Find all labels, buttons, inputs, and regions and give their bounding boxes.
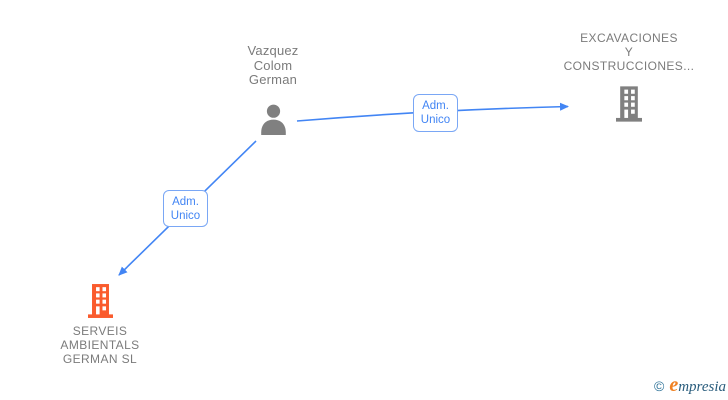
logo-text: mpresia [678,379,726,395]
company-name-line: EXCAVACIONES [580,31,678,45]
building-icon [616,86,642,122]
company-node-serveis[interactable]: SERVEIS AMBIENTALS GERMAN SL [35,283,165,366]
company-node-excavaciones[interactable]: EXCAVACIONES Y CONSTRUCCIONES... [544,31,714,122]
person-node-vazquez[interactable]: Vazquez Colom German [203,43,343,135]
building-icon [87,284,113,318]
edge-label-line: Adm. [172,195,199,208]
company-name-line: Y [624,45,634,59]
edge-label-adm-unico-right[interactable]: Adm. Unico [413,94,458,132]
edge-label-line: Unico [170,209,201,222]
company-name: SERVEIS AMBIENTALS GERMAN SL [35,324,165,366]
edge-label-line: Unico [420,114,451,126]
person-name-line: German [248,72,298,87]
person-icon [260,104,286,135]
company-name-line: GERMAN SL [62,352,138,366]
company-name: EXCAVACIONES Y CONSTRUCCIONES... [544,31,714,73]
edge-label-line: Adm. [422,100,449,112]
logo-letter-e: e [669,374,679,396]
person-name-line: Vazquez [247,43,299,58]
person-name: Vazquez Colom German [203,43,343,88]
edge-label-adm-unico-left[interactable]: Adm. Unico [163,190,208,227]
company-name-line: SERVEIS [72,324,128,338]
person-name-line: Colom [253,57,293,73]
company-name-line: CONSTRUCCIONES... [563,59,695,73]
company-name-line: AMBIENTALS [60,338,140,352]
copyright-icon: © [654,378,665,394]
empresia-logo[interactable]: © e mpresia [654,374,726,397]
